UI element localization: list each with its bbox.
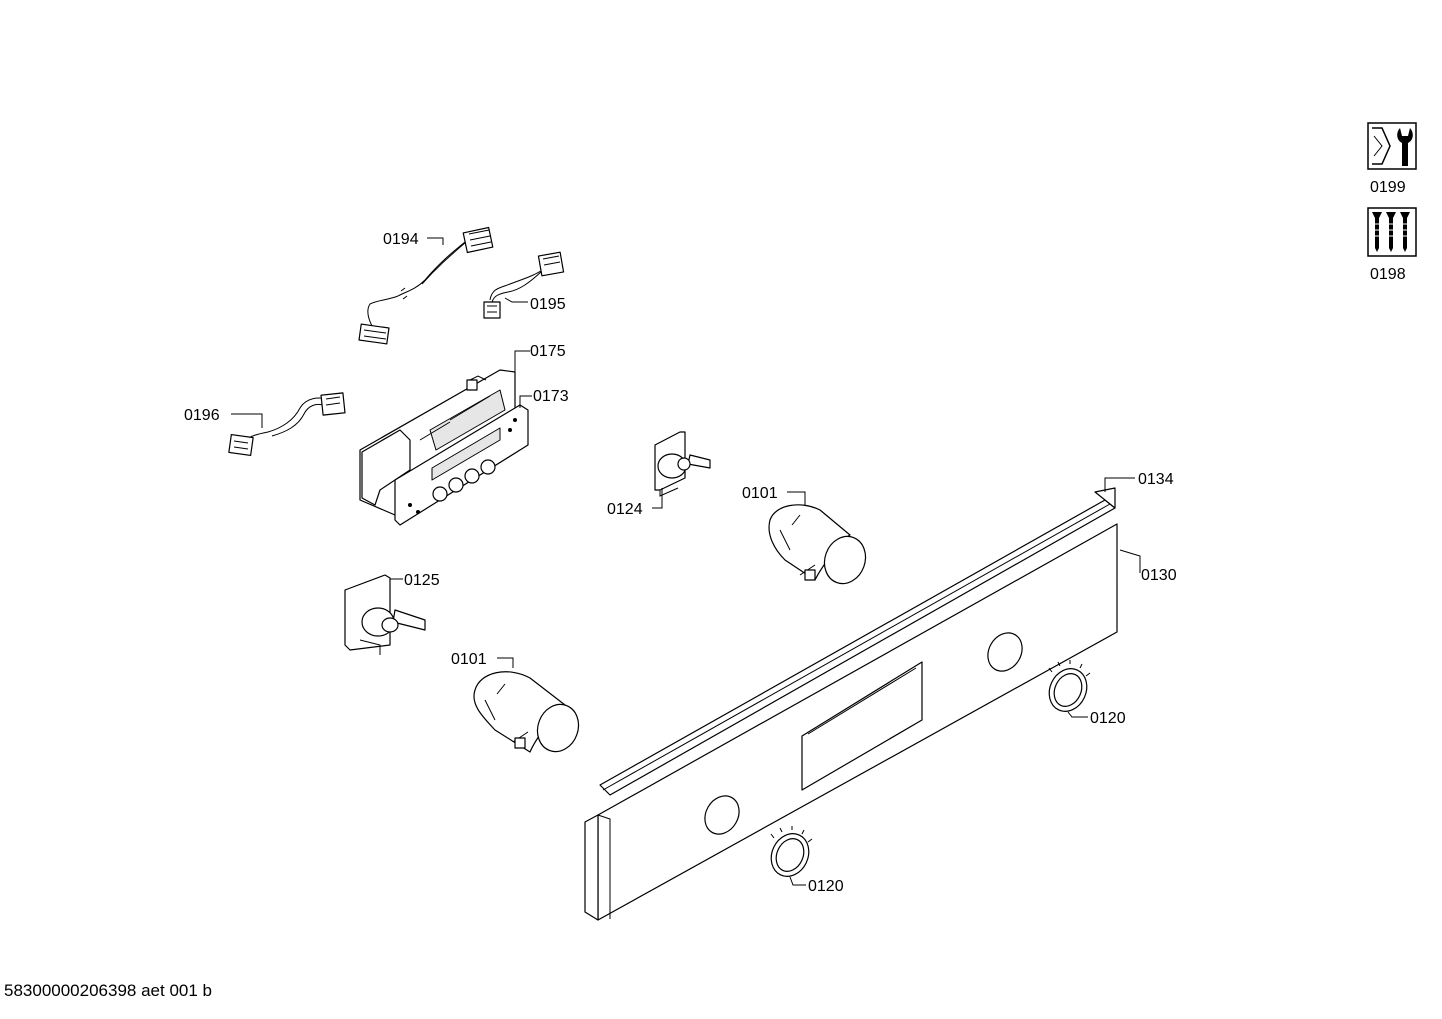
label-0124: 0124	[607, 501, 643, 518]
label-0195: 0195	[530, 296, 566, 313]
label-0120-bottom: 0120	[808, 878, 844, 895]
wrench-icon	[1367, 122, 1417, 170]
wiring-harness-0196[interactable]	[228, 392, 346, 457]
label-0101-upper: 0101	[742, 485, 778, 502]
wiring-harness-0195[interactable]	[483, 251, 565, 319]
control-knob-0101-upper[interactable]	[768, 504, 872, 590]
control-knob-0101-lower[interactable]	[473, 671, 585, 758]
selector-switch-0125[interactable]	[344, 574, 426, 655]
control-panel-0130[interactable]	[584, 523, 1118, 921]
label-0173: 0173	[533, 388, 569, 405]
label-0194: 0194	[383, 231, 419, 248]
knob-ring-0120-bottom[interactable]	[764, 826, 815, 883]
label-0199: 0199	[1370, 179, 1406, 196]
label-0198: 0198	[1370, 266, 1406, 283]
selector-switch-0124[interactable]	[654, 431, 711, 497]
leader-lines	[231, 237, 1141, 886]
label-0134: 0134	[1138, 471, 1174, 488]
label-0125: 0125	[404, 572, 440, 589]
label-0175: 0175	[530, 343, 566, 360]
trim-strip-0134[interactable]	[599, 487, 1116, 796]
document-id: 58300000206398 aet 001 b	[4, 981, 212, 1000]
label-0101-lower: 0101	[451, 651, 487, 668]
label-0130: 0130	[1141, 567, 1177, 584]
circuit-board-0173[interactable]	[394, 404, 529, 526]
label-0196: 0196	[184, 407, 220, 424]
knob-ring-0120-right[interactable]	[1042, 660, 1093, 718]
screws-icon	[1367, 207, 1417, 257]
label-0120-right: 0120	[1090, 710, 1126, 727]
wiring-harness-0194[interactable]	[358, 226, 494, 345]
